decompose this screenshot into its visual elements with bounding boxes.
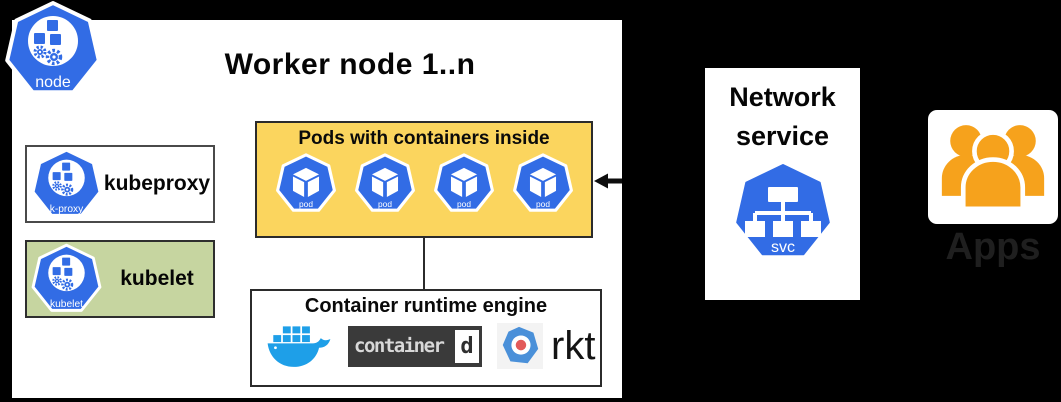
pods-box: Pods with containers inside pod pod pod: [255, 121, 593, 238]
users-group-icon: [941, 125, 1045, 212]
kubeproxy-label: kubeproxy: [103, 172, 211, 195]
node-icon: node: [5, 1, 101, 95]
rkt-logo: rkt: [497, 323, 595, 369]
node-icon-label: node: [35, 74, 71, 91]
pod-icon-label: pod: [378, 199, 392, 209]
pods-row: pod pod pod pod: [257, 152, 591, 216]
pod-icon-label: pod: [457, 199, 471, 209]
network-service-box: Network service svc: [705, 68, 860, 300]
arrow-left-icon: [594, 173, 622, 189]
pod-icon-label: pod: [536, 199, 550, 209]
rkt-label: rkt: [551, 323, 596, 368]
rkt-icon: [497, 323, 543, 369]
container-runtime-box: Container runtime engine container d rkt: [250, 289, 602, 387]
k-proxy-icon-label: k-proxy: [50, 204, 84, 215]
svc-icon-label: svc: [771, 239, 795, 256]
pod-icon: pod: [275, 153, 336, 212]
pods-box-title: Pods with containers inside: [298, 128, 550, 149]
pod-icon: pod: [354, 153, 415, 212]
pod-icon: pod: [512, 153, 573, 212]
kubelet-icon-label: kubelet: [50, 299, 83, 310]
kubelet-icon: kubelet: [31, 243, 102, 312]
containerd-logo: container d: [348, 325, 482, 367]
pod-icon-label: pod: [299, 199, 313, 209]
k-proxy-icon: k-proxy: [31, 148, 102, 217]
svc-icon: svc: [735, 164, 830, 256]
container-runtime-title: Container runtime engine: [304, 295, 548, 317]
pods-runtime-connector-line: [423, 238, 425, 290]
apps-icon-box: [928, 110, 1058, 224]
cubes-glyph: [34, 20, 61, 45]
kubeproxy-box: k-proxy kubeproxy: [25, 145, 215, 223]
runtime-logos-row: container d rkt: [252, 319, 600, 373]
gears-glyph: [33, 45, 63, 66]
worker-node-title: Worker node 1..n: [224, 48, 476, 81]
docker-whale-icon: [267, 325, 331, 367]
pod-icon: pod: [433, 153, 494, 212]
apps-label: Apps: [945, 226, 1041, 268]
kubelet-box: kubelet kubelet: [25, 240, 215, 318]
containerd-text: container: [354, 335, 445, 357]
network-service-title: Network service: [729, 82, 836, 152]
kubelet-label: kubelet: [120, 267, 194, 290]
containerd-d-badge: d: [455, 329, 479, 363]
